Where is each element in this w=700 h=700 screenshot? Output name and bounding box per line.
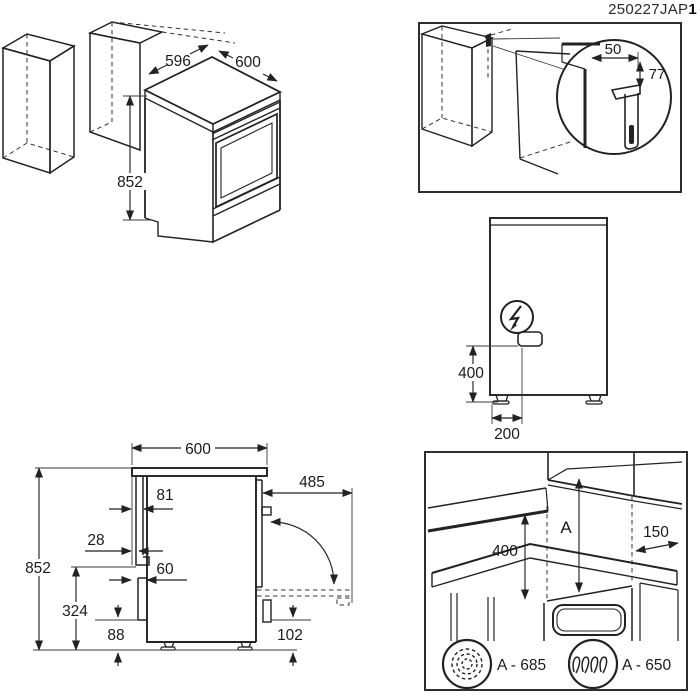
dim-200-label: 200 bbox=[494, 426, 520, 443]
wall-cabinets bbox=[547, 453, 683, 510]
left-cabinet bbox=[1, 33, 76, 175]
isometric-view-panel: 596 600 852 bbox=[1, 21, 283, 244]
document-number-main: 250227JAP bbox=[608, 1, 689, 18]
appliance-side-profile bbox=[33, 467, 351, 651]
dim-400-install: 400 bbox=[492, 514, 530, 600]
dim-400-rear-label: 400 bbox=[458, 365, 484, 382]
appliance-rear bbox=[489, 217, 608, 405]
cooker-hood bbox=[427, 487, 549, 533]
right-cabinet-small bbox=[515, 50, 571, 175]
anti-tip-bracket-panel: 50 77 bbox=[418, 22, 682, 193]
door-swing-arc bbox=[270, 517, 339, 585]
open-door-outline bbox=[257, 589, 351, 606]
document-number: 250227JAP1 bbox=[608, 1, 697, 18]
dim-77-label: 77 bbox=[649, 66, 666, 83]
dim-852-side-label: 852 bbox=[25, 560, 51, 577]
dim-600-side: 600 bbox=[131, 440, 268, 465]
rear-cabinet bbox=[87, 21, 236, 152]
side-view-panel: 600 852 324 81 28 bbox=[20, 440, 353, 666]
dim-485: 485 bbox=[262, 474, 353, 603]
anti-tip-bracket-icon bbox=[484, 28, 564, 78]
dim-A: A bbox=[560, 478, 584, 593]
dim-A-label: A bbox=[560, 518, 572, 537]
dim-28-label: 28 bbox=[87, 532, 104, 549]
hob-legend: A - 685 A - 650 bbox=[441, 638, 671, 689]
document-number-suffix: 1 bbox=[688, 1, 697, 18]
dim-28: 28 bbox=[85, 532, 163, 556]
legend-radiant-label: A - 685 bbox=[497, 657, 546, 674]
dim-852: 852 bbox=[112, 95, 153, 221]
dim-600-label: 600 bbox=[235, 54, 261, 71]
anti-tip-bracket-detail bbox=[610, 84, 641, 150]
dim-77: 77 bbox=[635, 61, 666, 89]
dim-200: 200 bbox=[491, 348, 523, 443]
dim-324-label: 324 bbox=[62, 603, 88, 620]
dim-50-label: 50 bbox=[605, 41, 622, 58]
legend-induction-label: A - 650 bbox=[622, 657, 671, 674]
dim-596: 596 bbox=[148, 44, 209, 75]
lightning-icon bbox=[500, 300, 534, 334]
dim-88-label: 88 bbox=[107, 627, 124, 644]
magnifier-circle: 50 77 bbox=[556, 39, 672, 155]
dim-81-label: 81 bbox=[156, 487, 173, 504]
rear-view-panel: 400 200 bbox=[455, 217, 608, 443]
dim-102: 102 bbox=[271, 605, 311, 666]
induction-hob-icon bbox=[567, 638, 619, 689]
dim-852-label: 852 bbox=[117, 174, 143, 191]
dim-600-side-label: 600 bbox=[185, 441, 211, 458]
terminal-box bbox=[517, 331, 543, 347]
dim-102-label: 102 bbox=[277, 627, 303, 644]
radiant-hob-icon bbox=[441, 638, 493, 689]
projection-lines bbox=[546, 496, 633, 599]
dim-852-side: 852 bbox=[20, 467, 132, 651]
dim-485-label: 485 bbox=[299, 474, 325, 491]
dim-60-label: 60 bbox=[156, 561, 174, 578]
installation-panel: 400 A 150 A - 685 bbox=[424, 451, 688, 691]
dim-88: 88 bbox=[95, 605, 138, 666]
dim-150: 150 bbox=[635, 524, 679, 554]
cooker bbox=[142, 55, 283, 244]
dim-150-label: 150 bbox=[643, 524, 669, 541]
dim-596-label: 596 bbox=[165, 53, 191, 70]
dim-81: 81 bbox=[109, 487, 174, 514]
dim-400-rear: 400 bbox=[455, 345, 518, 403]
worktop bbox=[431, 542, 678, 602]
dim-324: 324 bbox=[58, 566, 136, 651]
towel-rail-handle bbox=[552, 604, 626, 636]
left-cabinet-small bbox=[420, 25, 495, 148]
adjustable-feet bbox=[492, 394, 603, 405]
door-handle-side bbox=[261, 506, 272, 516]
dim-400-install-label: 400 bbox=[492, 543, 518, 560]
dim-600-top: 600 bbox=[218, 50, 278, 82]
dim-60: 60 bbox=[109, 561, 187, 585]
cooker-front bbox=[450, 582, 679, 641]
